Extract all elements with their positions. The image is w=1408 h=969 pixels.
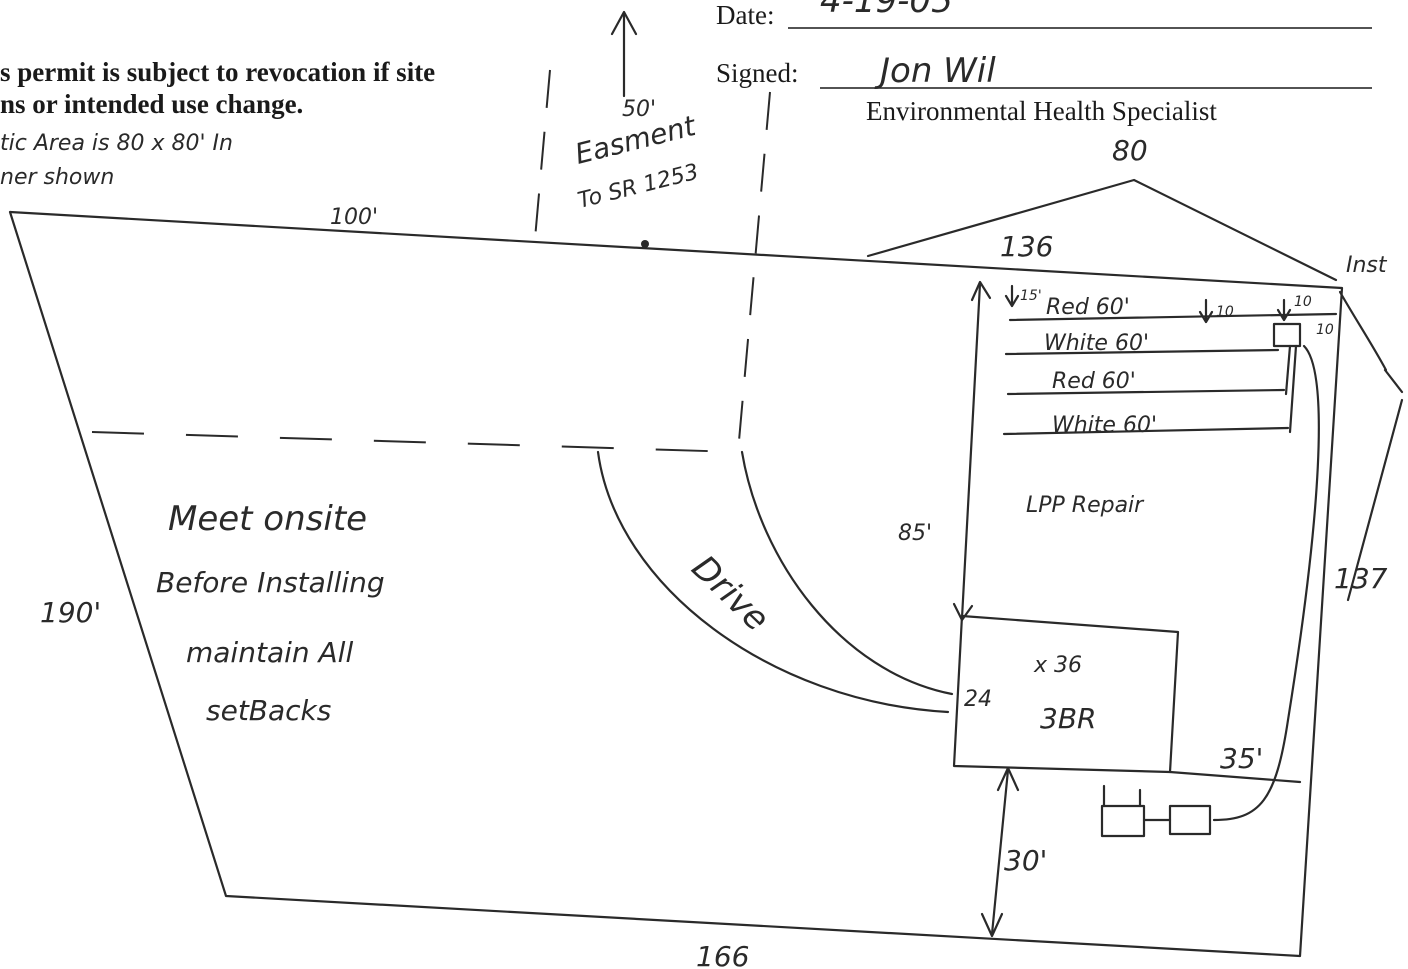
- septic-area-bracket: [866, 178, 1338, 282]
- supply-line: [1212, 344, 1320, 822]
- house-width: x 36: [1033, 653, 1082, 678]
- repair-area-label: LPP Repair: [1026, 493, 1145, 518]
- easement-destination: To SR 1253: [575, 160, 701, 214]
- distribution-box-icon: [1272, 322, 1302, 348]
- instructions-line-4: setBacks: [206, 694, 331, 727]
- right-boundary-length: 137: [1334, 562, 1388, 595]
- drive-outer-edge: [596, 450, 950, 714]
- drain-line-3-label: Red 60': [1052, 369, 1136, 394]
- instructions-line-3: maintain All: [186, 636, 353, 669]
- drive-inner-edge: [740, 450, 954, 696]
- house-side-setback: 35': [1220, 742, 1263, 775]
- front-setback: 30': [1004, 844, 1047, 877]
- left-boundary-length: 190': [40, 596, 101, 629]
- side-bracket-curve: [1338, 290, 1388, 372]
- signature: Jon Wil: [874, 51, 996, 91]
- drain-line-4-label: White 60': [1052, 413, 1157, 438]
- signed-label: Signed:: [716, 58, 799, 88]
- corner-label: Inst: [1346, 253, 1388, 278]
- offset-arrow-icon: [1004, 284, 1020, 308]
- side-bracket-bottom: [1346, 398, 1404, 602]
- property-boundary: [8, 210, 1344, 958]
- offset-arrow-icon: [1198, 298, 1214, 324]
- instructions-line-2: Before Installing: [156, 566, 385, 599]
- instructions-line-1: Meet onsite: [168, 499, 367, 539]
- drain-line-2-label: White 60': [1044, 331, 1149, 356]
- top-boundary-length: 100': [330, 205, 378, 230]
- easement-left-line: [533, 69, 551, 251]
- field-right-offset: 10: [1294, 294, 1312, 310]
- permit-notice: s permit is subject to revocation if sit…: [0, 56, 435, 120]
- dimension-arrow-icon: [970, 280, 992, 302]
- front-setback-line: [990, 768, 1010, 936]
- bottom-boundary-length: 166: [696, 940, 749, 969]
- drain-line-3: [1006, 388, 1286, 396]
- setback-to-house: 85': [898, 521, 932, 546]
- dimension-85-line: [960, 282, 982, 620]
- dimension-arrow-icon: [980, 912, 1004, 938]
- survey-point-icon: [641, 240, 649, 248]
- drive-label: Drive: [684, 548, 777, 640]
- easement-right-line: [737, 91, 771, 453]
- north-arrow-icon: [610, 10, 638, 36]
- easement-width: 50': [622, 97, 656, 122]
- offset-arrow-icon: [1276, 298, 1292, 322]
- field-box-offset: 10: [1316, 322, 1334, 338]
- septic-note-line-2: ner shown: [0, 165, 114, 190]
- permit-notice-line-1: s permit is subject to revocation if sit…: [0, 57, 436, 87]
- house-depth: 24: [964, 687, 992, 712]
- pump-tank-icon: [1168, 804, 1212, 836]
- side-bracket-top: [1383, 368, 1404, 394]
- field-mid-offset: 10: [1216, 304, 1234, 320]
- house-rooms: 3BR: [1040, 702, 1096, 735]
- drain-line-4: [1002, 426, 1290, 436]
- septic-note-line-1: tic Area is 80 x 80' In: [0, 131, 233, 156]
- date-label: Date:: [716, 0, 775, 30]
- signer-title: Environmental Health Specialist: [866, 96, 1217, 126]
- side-setback-line: [1168, 770, 1302, 784]
- septic-area-width: 80: [1112, 134, 1148, 167]
- dimension-arrow-icon: [996, 766, 1020, 792]
- field-top-offset: 15': [1020, 288, 1042, 304]
- date-value: 4-19-05: [820, 0, 953, 21]
- easement-bottom-line: [91, 431, 739, 453]
- drain-line-1-label: Red 60': [1046, 295, 1130, 320]
- septic-tank-icon: [1100, 804, 1146, 838]
- permit-notice-line-2: ns or intended use change.: [0, 89, 304, 119]
- drain-line-2: [1004, 348, 1280, 356]
- drain-field-width: 136: [1000, 230, 1053, 263]
